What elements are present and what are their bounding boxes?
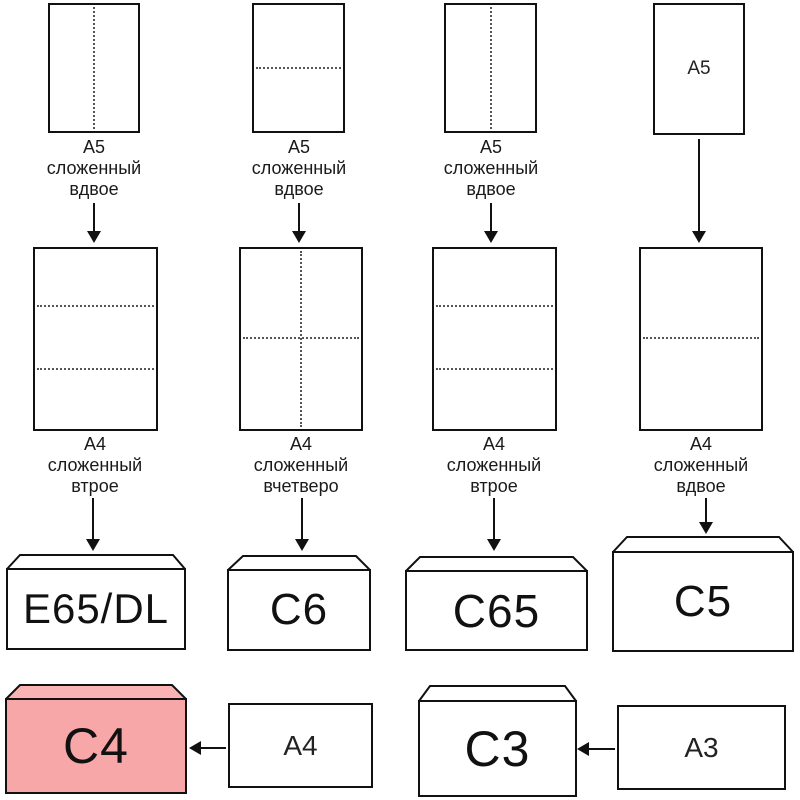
- envelope-c65-shape: [405, 556, 588, 651]
- paper-a4-fold-quarters: [239, 247, 363, 431]
- caption-line: сложенный: [446, 455, 542, 475]
- caption-line: A5: [82, 137, 106, 157]
- caption-line: вчетверо: [263, 476, 339, 496]
- caption-line: A4: [83, 434, 107, 454]
- caption-line: втрое: [71, 476, 119, 496]
- caption-line: сложенный: [653, 455, 749, 475]
- left-arrow-icon: [577, 742, 615, 756]
- down-arrow-icon: [295, 498, 309, 551]
- down-arrow-icon: [692, 139, 706, 243]
- envelope-e65dl-shape: [6, 554, 186, 650]
- envelope-c6-shape: [227, 555, 371, 651]
- envelope-c4-shape: [5, 684, 187, 794]
- paper-a5-fold-half-3: [444, 3, 537, 133]
- caption-a4-folded-quarters: A4 сложенный вчетверо: [226, 434, 376, 497]
- caption-line: A4: [289, 434, 313, 454]
- caption-line: втрое: [470, 476, 518, 496]
- paper-a4-fold-half: [639, 247, 763, 431]
- caption-line: A4: [689, 434, 713, 454]
- caption-line: сложенный: [251, 158, 347, 178]
- caption-line: вдвое: [466, 179, 516, 199]
- caption-line: сложенный: [47, 455, 143, 475]
- fold-line-horizontal: [256, 66, 341, 69]
- paper-a5-fold-half-1: [48, 3, 140, 133]
- caption-line: A5: [287, 137, 311, 157]
- fold-line-vertical: [489, 7, 492, 129]
- envelope-c3-label: C3: [464, 720, 531, 777]
- caption-line: сложенный: [443, 158, 539, 178]
- caption-a5-folded-half-3: A5 сложенный вдвое: [421, 137, 561, 200]
- envelope-c65-label: C65: [452, 584, 541, 637]
- down-arrow-icon: [487, 498, 501, 551]
- caption-line: сложенный: [46, 158, 142, 178]
- paper-a3-box-label: A3: [684, 731, 719, 763]
- caption-line: вдвое: [274, 179, 324, 199]
- envelope-e65dl-label: E65/DL: [22, 585, 170, 632]
- fold-line-horizontal: [436, 304, 553, 307]
- caption-a5-folded-half-2: A5 сложенный вдвое: [229, 137, 369, 200]
- paper-a3-box: A3: [617, 705, 786, 790]
- paper-a5-fold-half-2: [252, 3, 345, 133]
- paper-a4-fold-thirds-1: [33, 247, 158, 431]
- caption-a4-folded-thirds-1: A4 сложенный втрое: [20, 434, 170, 497]
- caption-a4-folded-half: A4 сложенный вдвое: [626, 434, 776, 497]
- envelope-c5-shape: [612, 536, 794, 652]
- fold-line-horizontal: [643, 337, 759, 340]
- caption-line: вдвое: [676, 476, 726, 496]
- caption-a5-folded-half-1: A5 сложенный вдвое: [24, 137, 164, 200]
- fold-line-horizontal: [436, 367, 553, 370]
- paper-a5-plain: A5: [653, 3, 745, 135]
- down-arrow-icon: [699, 498, 713, 534]
- paper-a4-box: A4: [228, 703, 373, 788]
- fold-line-horizontal: [37, 304, 154, 307]
- envelope-c6-label: C6: [269, 585, 329, 634]
- down-arrow-icon: [87, 203, 101, 243]
- paper-a4-box-label: A4: [283, 729, 318, 761]
- paper-a4-fold-thirds-2: [432, 247, 557, 431]
- caption-line: A4: [482, 434, 506, 454]
- caption-line: A5: [479, 137, 503, 157]
- down-arrow-icon: [86, 498, 100, 551]
- fold-line-horizontal: [243, 337, 359, 340]
- down-arrow-icon: [484, 203, 498, 243]
- envelope-c3-shape: [418, 685, 577, 797]
- envelope-c4-label: C4: [63, 718, 129, 774]
- fold-line-vertical: [93, 7, 95, 129]
- caption-a4-folded-thirds-2: A4 сложенный втрое: [419, 434, 569, 497]
- left-arrow-icon: [189, 741, 226, 755]
- fold-line-horizontal: [37, 367, 154, 370]
- envelope-c5-label: C5: [673, 576, 733, 626]
- down-arrow-icon: [292, 203, 306, 243]
- paper-a5-label: A5: [687, 58, 711, 79]
- caption-line: вдвое: [69, 179, 119, 199]
- caption-line: сложенный: [253, 455, 349, 475]
